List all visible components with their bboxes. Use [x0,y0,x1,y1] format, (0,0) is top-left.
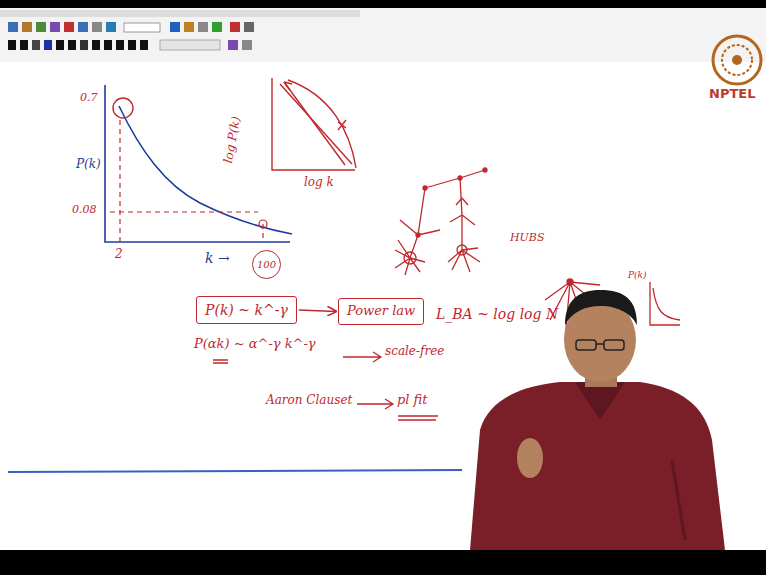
bottom-bar [0,550,766,575]
presenter-figure [470,290,725,550]
axis-tick: 0.7 [80,92,98,105]
annotation-text: pl fit [397,393,428,408]
node-text: P(k) ~ k^-γ [205,302,288,318]
logo-text: NPTEL [709,87,755,102]
formula-text: L_BA ~ log log N [436,306,558,322]
degree-distribution-plot [105,85,292,242]
axis-label: P(k) [628,270,647,280]
annotation-text: scale-free [385,345,444,359]
formula-box: P(k) ~ k^-γ [196,296,297,324]
network-sketch [395,168,487,275]
nptel-logo [713,36,761,84]
separator-line [8,470,462,472]
axis-label: log k [304,176,334,190]
term-box: Power law [338,298,424,325]
log-log-plot [272,78,356,170]
formula-text: P(αk) ~ α^-γ k^-γ [194,337,316,352]
circled-value: 100 [252,250,281,279]
annotation-strokes [213,352,438,420]
axis-tick: 0.08 [72,204,97,217]
axis-label: k → [205,250,230,266]
toolbar-icons [8,22,254,50]
node-text: 100 [253,259,280,271]
node-text: Power law [347,304,415,319]
menu-strip [0,10,360,17]
annotation-text: HUBS [510,232,544,245]
toolbar [0,8,766,62]
axis-label: P(k) [76,158,101,172]
top-bar [0,0,766,8]
annotation-text: Aaron Clauset [266,394,352,408]
arrow-connector [299,310,336,311]
axis-tick: 2 [115,248,123,262]
axis-label: log P(k) [222,115,244,164]
